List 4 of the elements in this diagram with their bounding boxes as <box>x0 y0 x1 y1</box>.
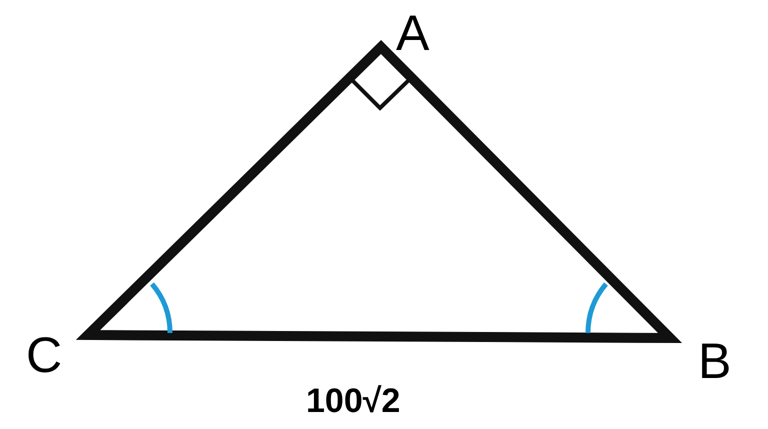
vertex-label: A <box>396 8 430 58</box>
vertex-label: B <box>698 336 732 386</box>
vertex-label: C <box>26 330 62 380</box>
dimension-label: 100√2 <box>306 384 400 418</box>
